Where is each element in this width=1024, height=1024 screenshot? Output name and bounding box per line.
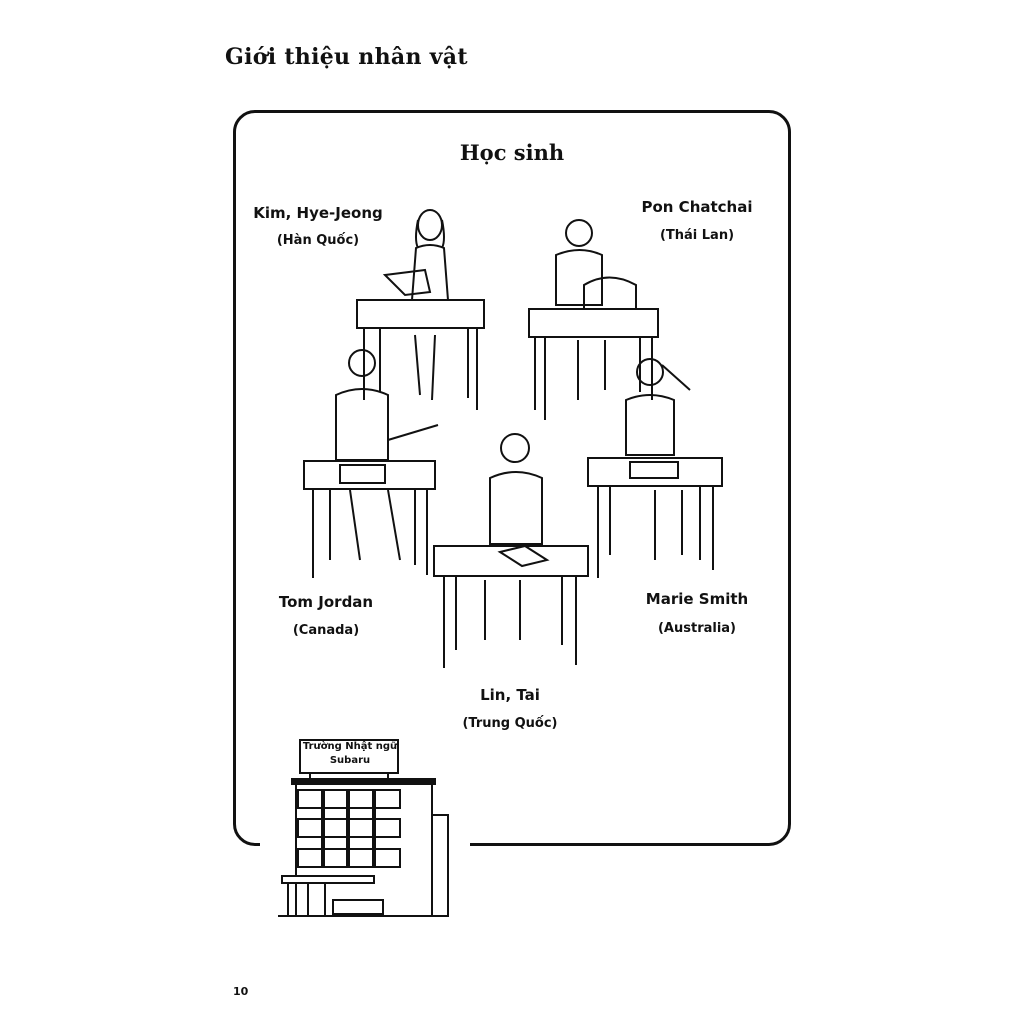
- school-sign-line1: Trường Nhật ngữ: [302, 741, 398, 752]
- school-sign: Trường Nhật ngữ Subaru: [301, 740, 399, 772]
- student-country-kim: (Hàn Quốc): [276, 233, 360, 248]
- school-sign-line2: Subaru: [329, 755, 371, 766]
- student-country-tom: (Canada): [292, 623, 360, 638]
- student-name-tom: Tom Jordan: [278, 593, 374, 611]
- student-tom-figure: [335, 349, 439, 561]
- student-name-marie: Marie Smith: [645, 590, 749, 608]
- desk-kim: [356, 299, 485, 410]
- student-country-lin: (Trung Quốc): [462, 716, 558, 731]
- student-country-marie: (Australia): [657, 621, 737, 636]
- students-frame: [233, 110, 791, 846]
- student-name-kim: Kim, Hye-Jeong: [253, 204, 383, 222]
- student-kim-figure: [382, 209, 450, 401]
- student-lin-figure: [484, 433, 550, 640]
- desk-lin: [433, 545, 589, 668]
- desk-pon: [528, 308, 659, 420]
- student-marie-figure: [625, 358, 691, 560]
- section-heading: Học sinh: [459, 140, 565, 165]
- page-title: Giới thiệu nhân vật: [225, 44, 468, 70]
- page-number: 10: [233, 985, 249, 998]
- student-country-pon: (Thái Lan): [659, 228, 735, 243]
- student-name-lin: Lin, Tai: [480, 686, 540, 704]
- school-building: [278, 739, 449, 917]
- student-pon-figure: [555, 219, 637, 400]
- student-name-pon: Pon Chatchai: [641, 198, 753, 216]
